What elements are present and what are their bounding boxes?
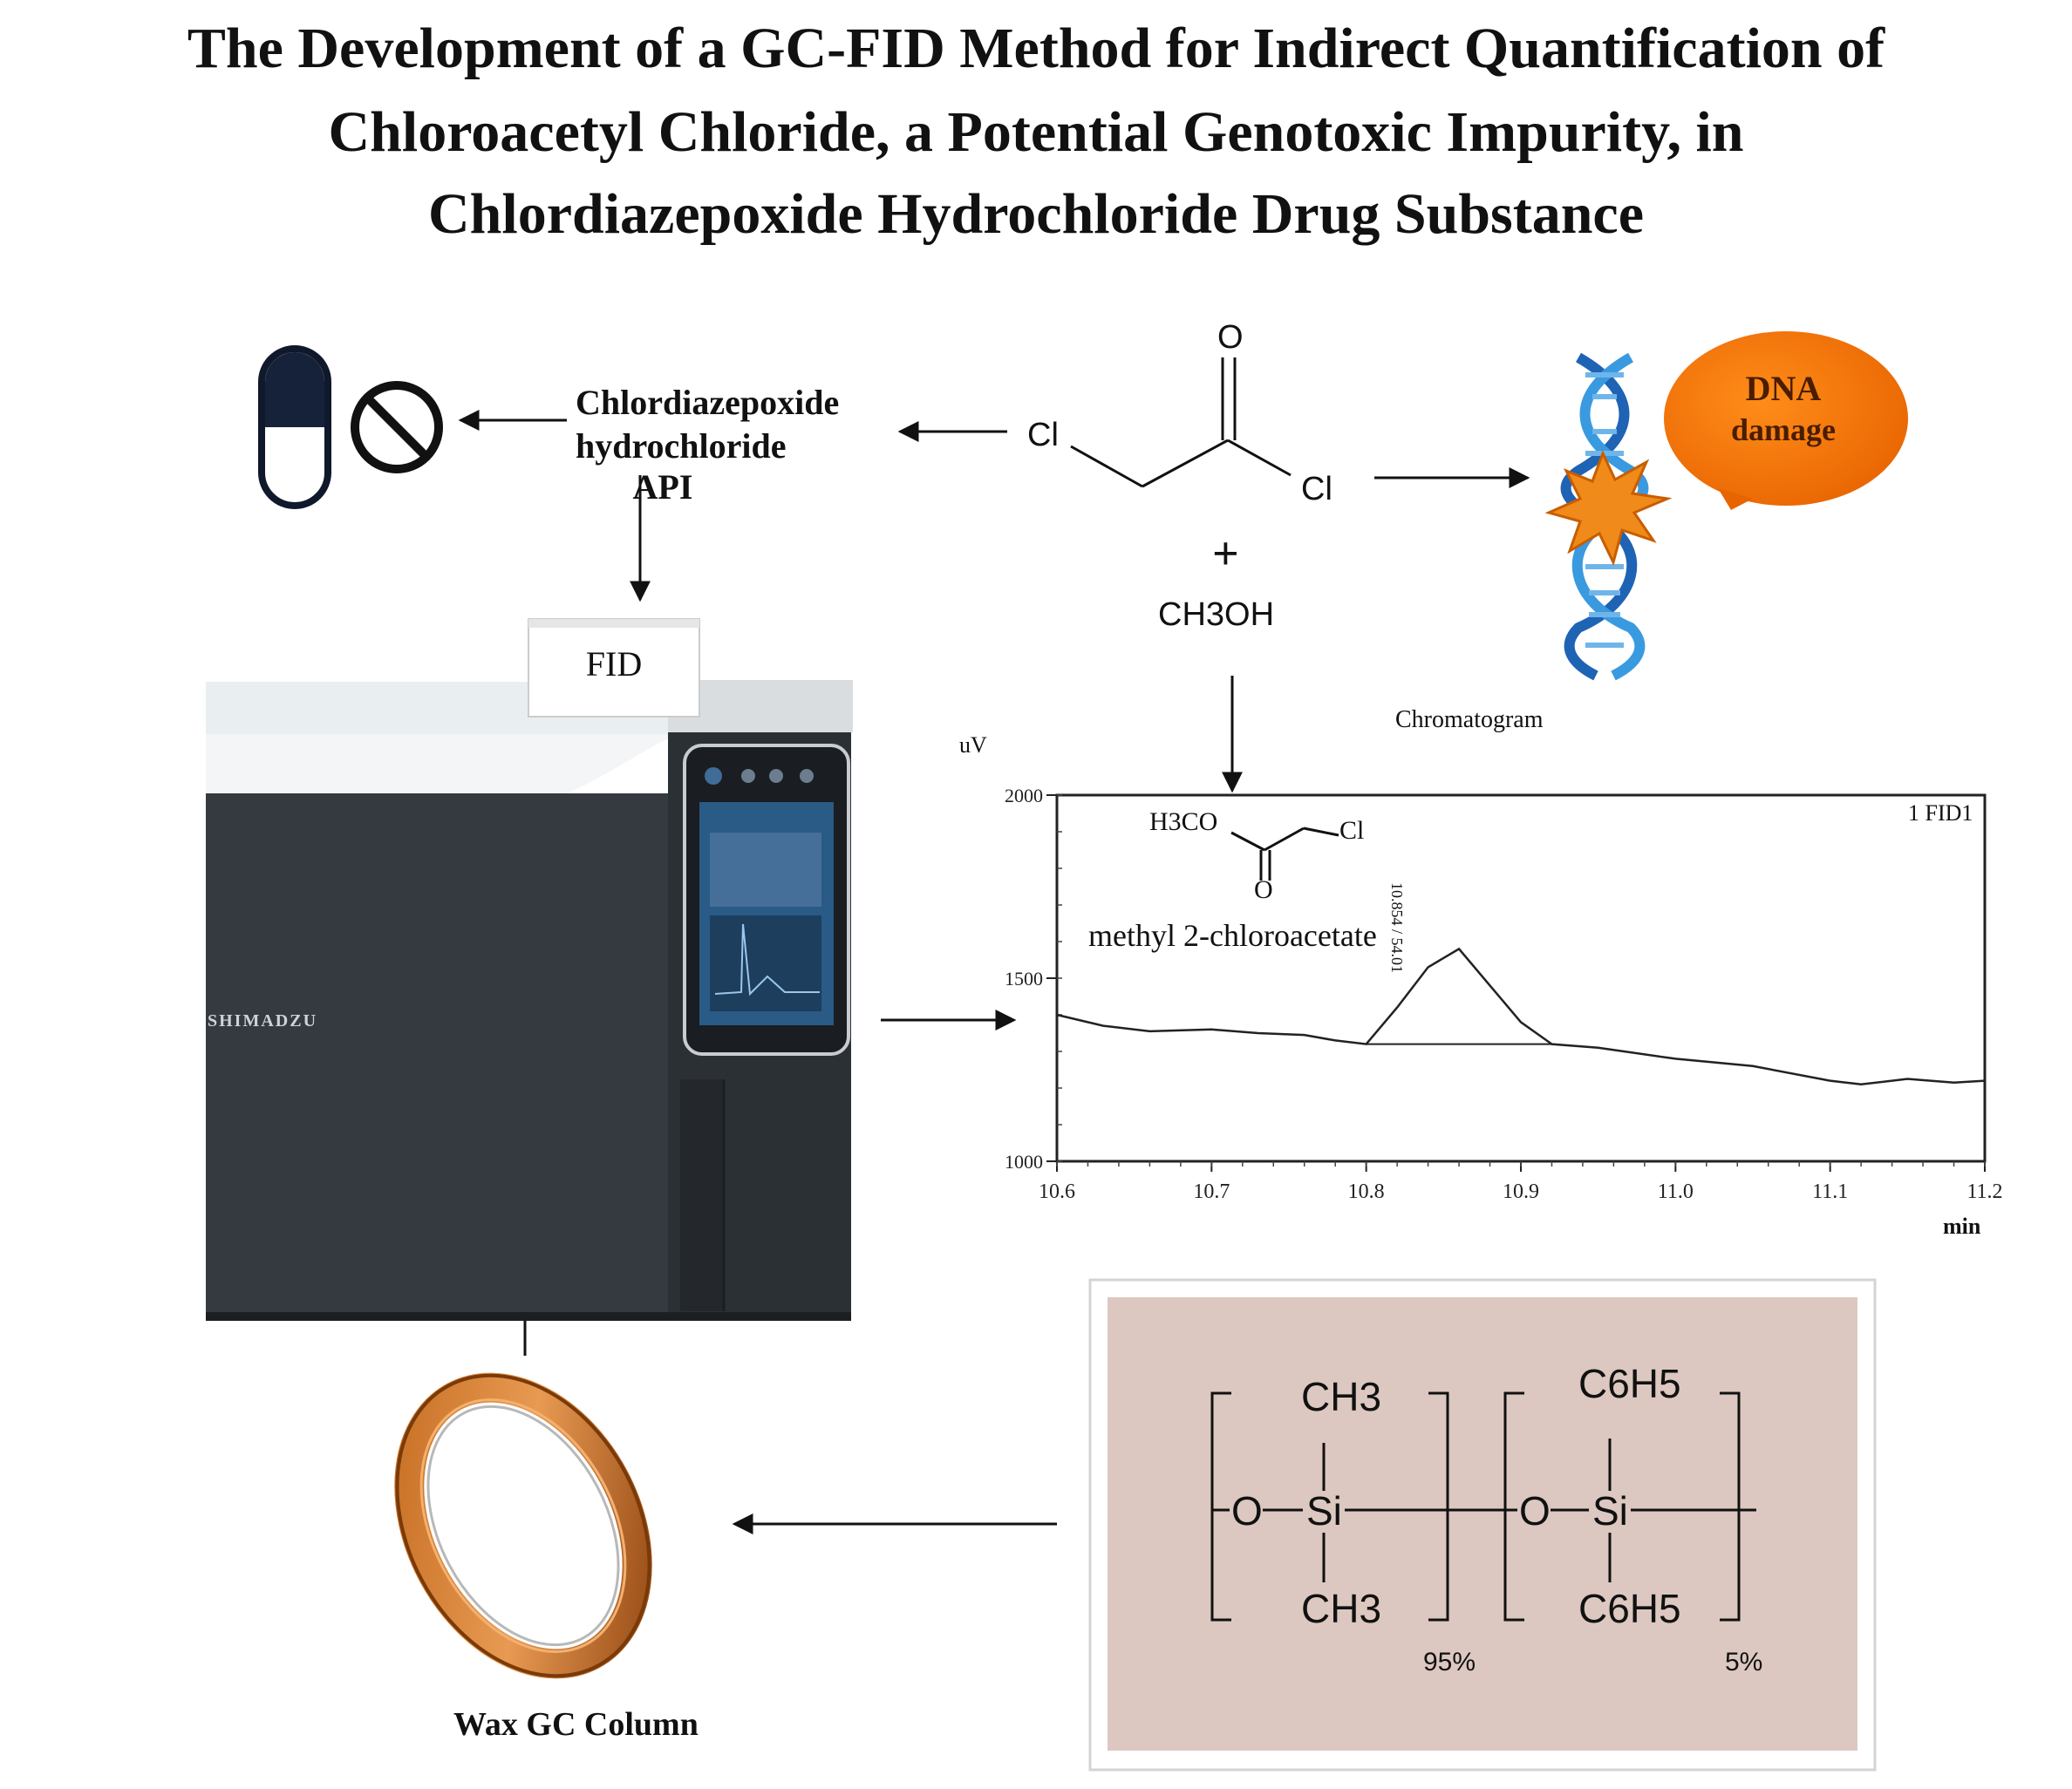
page-title-line-1: The Development of a GC-FID Method for I… (187, 17, 1885, 80)
methyl-chloroacetate-structure (1230, 826, 1339, 881)
reagent-oxygen: O (1217, 319, 1244, 356)
page-title-line-3: Chlordiazepoxide Hydrochloride Drug Subs… (427, 182, 1645, 246)
chromatogram-tick-labels: 10.6 10.7 10.8 10.9 11.0 11.1 11.2 2000 1500 1000 (1005, 785, 2003, 1203)
capsule-icon (258, 345, 331, 509)
polymer-percent-1: 95% (1423, 1648, 1476, 1677)
y-tick-label-0: 2000 (1005, 785, 1043, 806)
polymer-bonds (1210, 1391, 1756, 1622)
polymer-ch3-top: CH3 (1301, 1374, 1382, 1419)
compound-formula-cl: Cl (1339, 816, 1365, 845)
polymer-percent-2: 5% (1725, 1648, 1763, 1677)
instrument-brand: SHIMADZU (208, 1011, 318, 1031)
chromatogram-ticks (1046, 794, 1986, 1172)
x-tick-label-4: 11.0 (1658, 1180, 1694, 1203)
compound-formula-o: O (1254, 875, 1273, 904)
chromatogram-peak-label: 10.854 / 54.01 (1388, 882, 1406, 974)
reagent-methanol: CH3OH (1158, 596, 1275, 633)
x-tick-label-6: 11.2 (1966, 1180, 2002, 1203)
fid-detector-label: FID (585, 644, 643, 684)
compound-formula-left: H3CO (1149, 807, 1218, 836)
reagent-cl-right: Cl (1301, 471, 1332, 507)
chromatogram-trace-group (1056, 947, 1986, 1086)
chromatogram-y-unit: uV (959, 732, 987, 758)
polymer-si-2: Si (1592, 1488, 1628, 1534)
chromatogram-frame (1055, 793, 1987, 1163)
gc-instrument (206, 618, 853, 1321)
reagent-cl-left: Cl (1027, 417, 1059, 453)
polymer-c6h5-top: C6H5 (1578, 1361, 1681, 1406)
wax-column-label: Wax GC Column (453, 1706, 699, 1743)
reagent-plus: + (1212, 527, 1239, 580)
polymer-o-1: O (1231, 1488, 1263, 1534)
api-label-line-1: Chlordiazepoxide (576, 383, 840, 422)
dna-damage-label-line-1: DNA (1745, 369, 1822, 408)
x-tick-label-2: 10.8 (1348, 1180, 1385, 1203)
chromatogram-trace-0 (1056, 947, 1986, 1086)
compound-name: methyl 2-chloroacetate (1088, 918, 1377, 953)
page-title-line-2: Chloroacetyl Chloride, a Potential Genot… (328, 100, 1744, 164)
wax-gc-column-icon (394, 1372, 652, 1679)
dna-damage-bubble (1664, 331, 1908, 510)
prohibited-icon (351, 381, 443, 473)
polymer-si-1: Si (1306, 1488, 1342, 1534)
x-tick-label-3: 10.9 (1503, 1180, 1539, 1203)
polymer-ch3-bottom: CH3 (1301, 1586, 1382, 1631)
x-tick-label-5: 11.1 (1812, 1180, 1848, 1203)
stationary-phase-box (1088, 1278, 1877, 1772)
x-tick-label-1: 10.7 (1193, 1180, 1230, 1203)
dna-damage-label-line-2: damage (1731, 412, 1836, 447)
x-tick-label-0: 10.6 (1039, 1180, 1075, 1203)
api-label-line-2: hydrochloride API (576, 426, 787, 507)
chloroacetyl-chloride-structure (1070, 357, 1292, 488)
chromatogram-x-unit: min (1943, 1214, 1981, 1239)
y-tick-label-1: 1500 (1005, 968, 1043, 990)
polymer-o-2: O (1519, 1488, 1551, 1534)
polymer-c6h5-bottom: C6H5 (1578, 1586, 1681, 1631)
damage-burst-icon (1544, 450, 1673, 567)
chromatogram-trace-label: 1 FID1 (1908, 800, 1973, 826)
y-tick-label-2: 1000 (1005, 1151, 1043, 1173)
chromatogram-title: Chromatogram (1395, 706, 1544, 733)
